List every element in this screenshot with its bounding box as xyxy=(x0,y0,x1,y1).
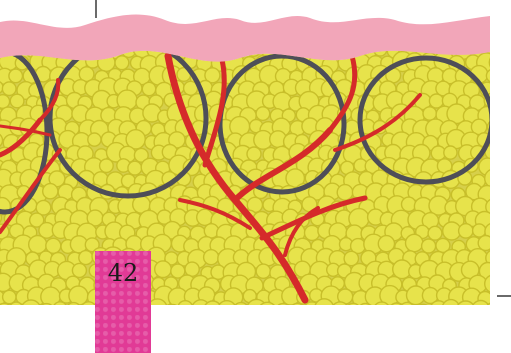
fat-cell xyxy=(9,69,23,83)
fat-cell xyxy=(166,304,180,318)
fat-cell xyxy=(197,209,213,225)
fat-cell xyxy=(2,82,16,96)
fat-cell xyxy=(10,302,23,315)
fat-cell xyxy=(66,303,81,318)
fat-cell xyxy=(258,302,277,321)
fat-cell xyxy=(331,302,348,319)
fat-cell xyxy=(422,239,436,253)
fat-cell xyxy=(79,251,93,265)
fat-cell xyxy=(373,302,390,319)
fat-cell xyxy=(0,95,10,109)
fat-cell xyxy=(290,303,304,317)
fat-cell xyxy=(247,147,261,161)
fat-cell xyxy=(472,301,490,319)
fat-cell xyxy=(442,300,459,317)
fat-cell xyxy=(485,303,502,320)
fat-cell xyxy=(88,133,101,146)
page-number: 42 xyxy=(95,259,151,287)
fat-cell xyxy=(492,290,509,307)
fat-cell xyxy=(315,299,334,318)
fat-cell xyxy=(429,94,443,108)
fat-cell xyxy=(21,300,41,320)
fat-cell xyxy=(81,302,96,317)
page-number-badge: 42 xyxy=(95,251,151,353)
fat-cell xyxy=(247,299,267,319)
fat-cell xyxy=(128,161,142,175)
fat-cell xyxy=(185,262,199,276)
right-margin xyxy=(490,0,511,290)
fat-cell xyxy=(256,264,270,278)
fat-cell xyxy=(256,107,270,121)
fat-cell xyxy=(423,107,436,120)
fat-cell xyxy=(204,301,222,319)
fat-cell xyxy=(142,82,155,95)
fat-cell xyxy=(402,197,416,211)
fat-cell xyxy=(72,263,86,277)
fat-cell xyxy=(305,225,320,240)
fat-cell xyxy=(416,304,431,319)
fat-cell xyxy=(204,250,219,265)
fat-cell xyxy=(400,302,415,317)
fat-cell xyxy=(178,301,193,316)
fat-cell xyxy=(406,234,423,251)
tissue-layer xyxy=(0,39,511,321)
fat-cell xyxy=(346,303,361,318)
fat-cell xyxy=(218,301,237,320)
fat-cell xyxy=(456,301,475,320)
fat-cell xyxy=(428,226,442,240)
fat-cell xyxy=(459,224,473,238)
fat-cell xyxy=(275,304,291,320)
fat-cell xyxy=(444,146,457,159)
fat-cell xyxy=(359,303,372,316)
fat-cell xyxy=(43,184,58,199)
fat-cell xyxy=(53,302,67,316)
fat-cell xyxy=(100,159,114,173)
fat-cell xyxy=(0,303,12,319)
fat-cell xyxy=(38,304,55,321)
fat-cell xyxy=(233,303,249,319)
fat-cell xyxy=(115,56,129,70)
fat-cell xyxy=(155,261,172,278)
fat-cell xyxy=(390,303,404,317)
